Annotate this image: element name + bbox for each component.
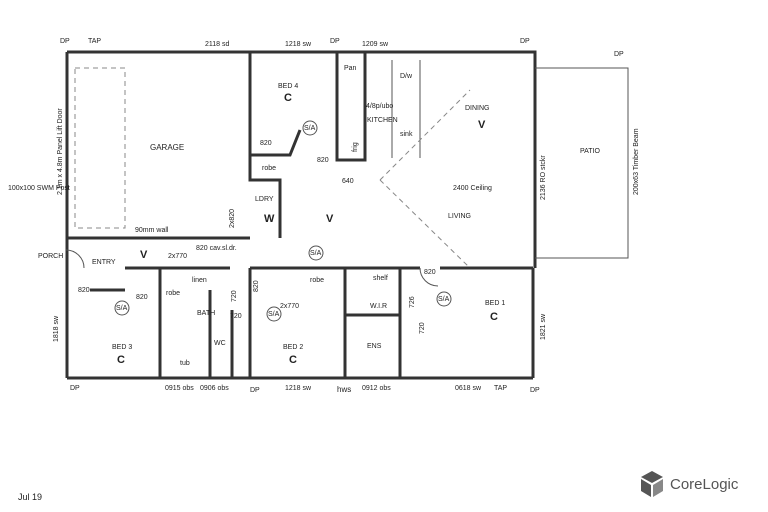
downpipe-label: DP xyxy=(614,51,624,58)
window-bottom: 0912 obs xyxy=(362,385,391,392)
door-width: 820 xyxy=(253,280,260,292)
sink: sink xyxy=(400,131,413,138)
door-width: 2x820 xyxy=(229,209,236,228)
dim-top: 1209 sw xyxy=(362,41,389,48)
tub: tub xyxy=(180,360,190,367)
pantry: Pan xyxy=(344,65,357,72)
robe: robe xyxy=(310,277,324,284)
carpet-symbol: C xyxy=(490,311,498,323)
ceiling-height: 2400 Ceiling xyxy=(453,185,492,192)
smoke-alarm-icon: S/A xyxy=(304,125,316,132)
window-bottom: 0915 obs xyxy=(165,385,194,392)
walls xyxy=(65,50,629,380)
room-dining: DINING xyxy=(465,105,490,112)
post-label: 100x100 SWM Post xyxy=(8,185,70,192)
fridge: frig xyxy=(352,142,359,152)
smoke-alarm-icon: S/A xyxy=(268,311,280,318)
door-width: 726 xyxy=(409,296,416,308)
downpipe-label: DP xyxy=(250,387,260,394)
room-kitchen: KITCHEN xyxy=(367,117,398,124)
door-width: 720 xyxy=(231,290,238,302)
smoke-alarm-icon: S/A xyxy=(438,296,450,303)
room-garage: GARAGE xyxy=(150,143,184,152)
robe: robe xyxy=(262,165,276,172)
room-bed4: BED 4 xyxy=(278,83,298,90)
linen: linen xyxy=(192,277,207,284)
timber-beam: 200x63 Timber Beam xyxy=(633,128,640,195)
dim-top: 1218 sw xyxy=(285,41,312,48)
door-width: 820 xyxy=(424,269,436,276)
door-width: 720 xyxy=(419,322,426,334)
room-bath: BATH xyxy=(197,310,215,317)
door-width: 820 xyxy=(78,287,90,294)
wall-label: 90mm wall xyxy=(135,227,169,234)
dim-top: 2118 sd xyxy=(205,41,229,48)
window-bottom: 1218 sw xyxy=(285,385,312,392)
room-ens: ENS xyxy=(367,343,382,350)
cavity-slider: 820 cav.sl.dr. xyxy=(196,245,237,252)
hotplates: 4/8p/ubo xyxy=(366,103,393,110)
dim-640: 640 xyxy=(342,178,354,185)
downpipe-label: DP xyxy=(60,38,70,45)
carpet-symbol: C xyxy=(117,354,125,366)
room-patio: PATIO xyxy=(580,148,601,155)
window-bottom: 0906 obs xyxy=(200,385,229,392)
room-bed2: BED 2 xyxy=(283,344,303,351)
corelogic-cube-icon xyxy=(641,471,663,497)
smoke-alarm-icon: S/A xyxy=(310,250,322,257)
window-right: 1821 sw xyxy=(540,313,547,340)
porch-label: PORCH xyxy=(38,253,63,260)
door-width: 820 xyxy=(317,157,329,164)
door-width: 2x770 xyxy=(168,253,187,260)
tap-label: TAP xyxy=(88,38,101,45)
downpipe-label: DP xyxy=(330,38,340,45)
window-left: 1818 sw xyxy=(53,315,60,342)
door-width: 820 xyxy=(136,294,148,301)
vinyl-symbol: V xyxy=(140,249,148,261)
garage-door-label: 2.1m x 4.8m Panel Lift Door xyxy=(57,108,64,195)
door-width: 820 xyxy=(260,140,272,147)
room-ldry: LDRY xyxy=(255,196,274,203)
room-living: LIVING xyxy=(448,213,471,220)
stacker-door: 2136 RO stckr xyxy=(540,155,547,200)
carpet-symbol: C xyxy=(289,354,297,366)
room-entry: ENTRY xyxy=(92,259,116,266)
vinyl-symbol: V xyxy=(478,119,486,131)
room-bed1: BED 1 xyxy=(485,300,505,307)
door-width: 720 xyxy=(230,313,242,320)
room-bed3: BED 3 xyxy=(112,344,132,351)
room-wir: W.I.R xyxy=(370,303,387,310)
downpipe-label: DP xyxy=(530,387,540,394)
smoke-alarms: S/A S/A S/A S/A S/A xyxy=(114,120,452,322)
downpipe-label: DP xyxy=(70,385,80,392)
shelf: shelf xyxy=(373,275,388,282)
dishwasher: D/w xyxy=(400,73,413,80)
date-label: Jul 19 xyxy=(18,492,43,502)
washer: W xyxy=(264,213,275,225)
smoke-alarm-icon: S/A xyxy=(116,305,128,312)
room-wc: WC xyxy=(214,340,226,347)
hot-water-system: hws xyxy=(337,385,351,394)
brand-name: CoreLogic xyxy=(670,475,739,493)
vinyl-symbol: V xyxy=(326,213,334,225)
downpipe-label: DP xyxy=(520,38,530,45)
window-bottom: 0618 sw xyxy=(455,385,482,392)
carpet-symbol: C xyxy=(284,92,292,104)
robe: robe xyxy=(166,290,180,297)
tap-label: TAP xyxy=(494,385,507,392)
corelogic-logo: CoreLogic xyxy=(640,470,738,498)
door-width: 2x770 xyxy=(280,303,299,310)
